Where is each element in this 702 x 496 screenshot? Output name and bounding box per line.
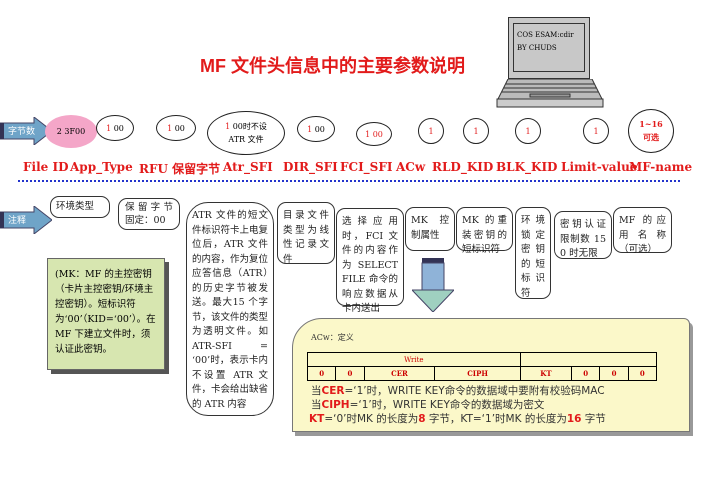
acw-bit: 0	[599, 366, 629, 381]
acw-bit: 0	[306, 366, 337, 381]
field-rld-kid: RLD_KID	[432, 160, 494, 174]
field-atr-sfi: Atr_SFI	[223, 160, 273, 174]
acw-line-cer: 当CER=‘1’时，WRITE KEY命令的数据域中要附有校验码MAC	[311, 385, 605, 397]
acw-line-kt: KT=‘0’时MK 的长度为8 字节，KT=‘1’时MK 的长度为16 字节	[309, 413, 606, 425]
laptop-line1: COS ESAM:cdir	[517, 31, 574, 39]
field-mf-name: MF-name	[629, 160, 693, 174]
field-fci-sfi: FCI_SFI	[340, 160, 393, 174]
bubble-rld-kid: 1	[463, 118, 489, 144]
laptop-line2: BY CHUDS	[517, 44, 557, 52]
bubble-limit-value: 1	[583, 118, 609, 144]
bubble-app-type: 1 00	[96, 115, 134, 141]
laptop-keyboard-icon	[496, 79, 604, 108]
note-blk-kid: 环境锁定密钥的短标识符	[515, 207, 551, 299]
bytes-label: 字节数	[8, 127, 36, 137]
mk-note: (MK：MF 的主控密钥（卡片主控密钥/环境主控密钥）。短标识符为‘00’（KI…	[47, 258, 165, 370]
bubble-rfu: 1 00	[156, 115, 196, 141]
file-id-bubble: 2 3F00	[45, 115, 97, 148]
note-acw: MK 控制属性	[405, 207, 455, 251]
file-id-value: 2 3F00	[56, 127, 86, 136]
acw-bit: CER	[363, 366, 436, 381]
acw-bit: 0	[335, 366, 365, 381]
bubble-acw: 1	[418, 118, 444, 144]
bubble-blk-kid: 1	[515, 118, 541, 144]
note-fci-sfi: 选择应用时，FCI 文件的内容作为 SELECT FILE 命令的响应数据从卡内…	[336, 208, 404, 314]
acw-bit: 0	[571, 366, 601, 381]
bubble-fci-sfi: 1 00	[356, 122, 392, 146]
note-app-type: 环境类型	[50, 196, 110, 218]
note-rld-kid: MK 的重装密钥的短标识符	[456, 207, 513, 255]
acw-bit: KT	[519, 366, 573, 381]
note-limit-value: 密钥认证限制数 15 0 时无限	[554, 211, 612, 259]
note-atr-sfi: ATR 文件的短文件标识符卡上电复位后，ATR 文件的内容，作为复位应答信息（A…	[186, 202, 274, 416]
field-dir-sfi: DIR_SFI	[283, 160, 338, 174]
acw-heading: ACw：定义	[311, 333, 354, 342]
acw-bit: 0	[627, 366, 658, 381]
acw-write-group: Write	[307, 352, 521, 367]
bubble-dir-sfi: 1 00	[297, 116, 335, 142]
field-rfu: RFU 保留字节	[139, 162, 221, 176]
acw-line-ciph: 当CIPH=‘1’时，WRITE KEY命令的数据域为密文	[311, 399, 545, 411]
note-mf-name: MF 的应用名称（可选）	[613, 207, 672, 255]
notes-arrow: 注释	[0, 204, 53, 236]
laptop-screen: COS ESAM:cdir BY CHUDS	[508, 17, 590, 79]
page-title: MF 文件头信息中的主要参数说明	[200, 56, 465, 76]
bytes-arrow: 字节数	[0, 115, 53, 147]
field-blk-kid: BLK_KID	[496, 160, 558, 174]
down-arrow-icon	[412, 258, 454, 312]
notes-label: 注释	[8, 216, 27, 226]
divider-line	[18, 180, 680, 182]
field-file-id: File ID	[23, 160, 69, 174]
field-app-type: App_Type	[70, 160, 133, 174]
note-rfu: 保 留 字 节 固定：00	[118, 198, 180, 230]
acw-bit: CIPH	[434, 366, 521, 381]
field-acw: ACw	[396, 160, 426, 174]
field-limit-value: Limit-value	[561, 160, 638, 174]
note-dir-sfi: 目录文件类型为线性记录文件	[277, 202, 335, 265]
